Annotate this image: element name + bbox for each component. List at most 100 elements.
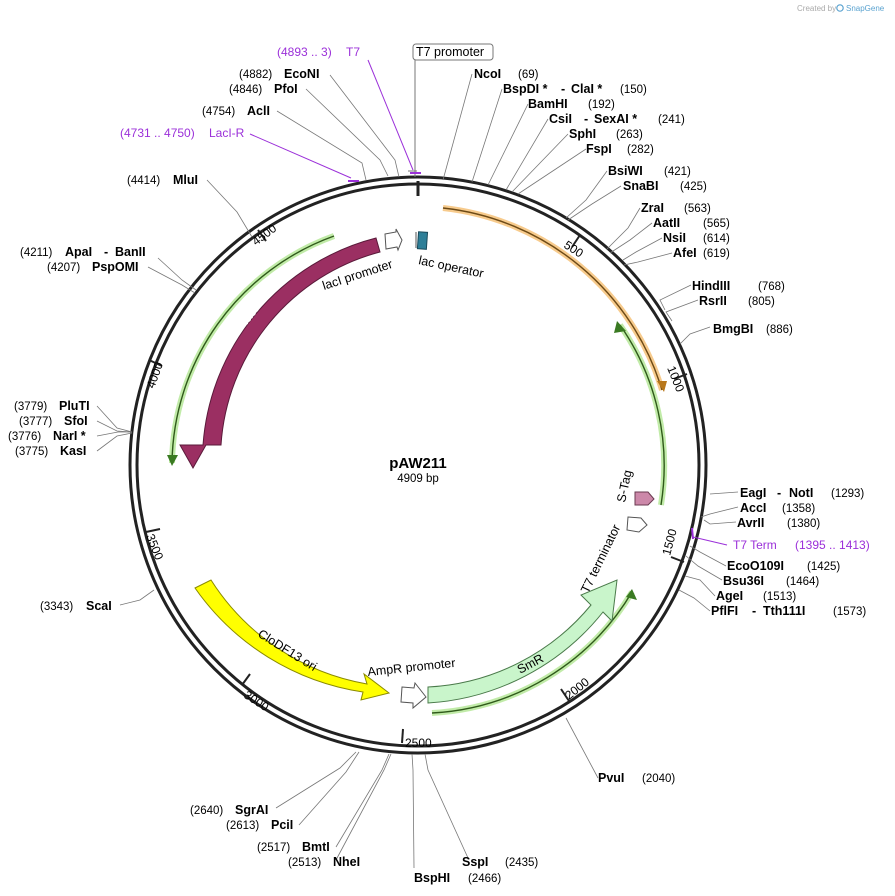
site-rsrii-name: RsrII [699,294,727,308]
t7-promoter-box [412,43,494,61]
tick-mark-1500 [670,556,685,563]
site-snabi[interactable]: SnaBI (425) [623,179,707,193]
site-bsphi-pos: (2466) [468,873,501,885]
site-bamhi[interactable]: BamHI (192) [528,97,615,111]
site-scai[interactable]: (3343) ScaI [40,599,112,613]
primer-t7-term: T7 Term (1395 .. 1413) [691,527,870,552]
orf-arcs [167,205,668,716]
site-bmgbi[interactable]: BmgBI (886) [713,322,793,336]
site-bmgbi-pos: (886) [766,324,793,336]
plasmid-size: 4909 bp [397,473,439,485]
site-kasi[interactable]: (3775) KasI [15,444,86,458]
site-aatii[interactable]: AatII (565) [653,216,730,230]
site-fspi-name: FspI [586,142,612,156]
site-aatii-name: AatII [653,216,680,230]
primer-laci-r-range: (4731 .. 4750) [120,126,195,140]
site-clai-name: ClaI * [571,82,602,96]
svg-text:-: - [777,486,781,500]
site-sfoi[interactable]: (3777) SfoI [19,414,88,428]
site-bsphi-name: BspHI [414,871,450,885]
primer-t7-range: (4893 .. 3) [277,45,332,59]
site-ncoi[interactable]: NcoI (69) [474,67,539,81]
tick-label-1500: 1500 [659,527,680,557]
site-nhei-pos: (2513) [288,857,321,869]
site-bsu36i[interactable]: Bsu36I (1464) [723,574,819,588]
site-zrai[interactable]: ZraI (563) [641,201,711,215]
site-agei[interactable]: AgeI (1513) [716,589,796,603]
site-bsiwi[interactable]: BsiWI (421) [608,164,691,178]
site-banii-name: BanII [115,245,146,259]
site-mlui[interactable]: (4414) MluI [127,173,198,187]
site-pcii[interactable]: (2613) PciI [226,818,293,832]
site-sspi[interactable]: SspI (2435) [462,855,538,869]
site-bspdi-name: BspDI * [503,82,548,96]
site-scai-pos: (3343) [40,601,73,613]
primer-t7-name: T7 [346,45,360,59]
site-pspomi[interactable]: (4207) PspOMI [47,260,139,274]
site-mlui-pos: (4414) [127,175,160,187]
site-acci-pos: (1358) [782,503,815,515]
site-apai-banii[interactable]: (4211) ApaI - BanII [20,245,146,259]
site-nari-pos: (3776) [8,431,41,443]
tick-mark-2500 [401,728,404,744]
site-bsiwi-pos: (421) [664,166,691,178]
site-sexai-name: SexAI * [594,112,637,126]
site-bmti-name: BmtI [302,840,330,854]
site-sspi-pos: (2435) [505,857,538,869]
site-bspdi-clai[interactable]: BspDI * - ClaI * (150) [503,82,647,96]
svg-text:-: - [561,82,565,96]
site-econi[interactable]: (4882) EcoNI [239,67,319,81]
site-fspi[interactable]: FspI (282) [586,142,654,156]
orf-arrow-green-bottom [626,589,637,600]
svg-text:-: - [584,112,588,126]
site-pluti[interactable]: (3779) PluTI [14,399,90,413]
site-acli[interactable]: (4754) AclI [202,104,270,118]
site-csii-sexai[interactable]: CsiI - SexAI * (241) [549,112,685,126]
site-bsiwi-name: BsiWI [608,164,643,178]
site-pvui-pos: (2040) [642,773,675,785]
svg-text:-: - [104,245,108,259]
site-zrai-pos: (563) [684,203,711,215]
primer-laci-r-name: LacI-R [209,126,245,140]
site-nhei[interactable]: (2513) NheI [288,855,360,869]
site-acci[interactable]: AccI (1358) [740,501,815,515]
site-rsrii[interactable]: RsrII (805) [699,294,775,308]
primer-t7: (4893 .. 3) T7 [277,45,421,174]
site-snabi-name: SnaBI [623,179,658,193]
site-sfoi-name: SfoI [64,414,88,428]
tick-mark-3000 [241,673,251,686]
site-apai-pos: (4211) [20,247,53,259]
site-sphi[interactable]: SphI (263) [569,127,643,141]
site-bsphi[interactable]: BspHI (2466) [414,871,501,885]
site-hindiii-name: HindIII [692,279,730,293]
site-fspi-pos: (282) [627,144,654,156]
site-pfoi[interactable]: (4846) PfoI [229,82,298,96]
site-afei[interactable]: AfeI (619) [673,246,730,260]
site-sgrai-pos: (2640) [190,805,223,817]
site-sgrai[interactable]: (2640) SgrAI [190,803,268,817]
site-pflfi-tth111i[interactable]: PflFI - Tth111I (1573) [711,604,866,618]
site-pvui[interactable]: PvuI (2040) [598,771,675,785]
site-noti-name: NotI [789,486,813,500]
orf-arrow-green-right [614,321,626,333]
site-csii-pos: (241) [658,114,685,126]
site-eagi-noti[interactable]: EagI - NotI (1293) [740,486,864,500]
site-hindiii[interactable]: HindIII (768) [692,279,785,293]
tick-mark-500 [571,234,581,248]
site-mlui-name: MluI [173,173,198,187]
site-pvui-name: PvuI [598,771,624,785]
site-sspi-name: SspI [462,855,488,869]
site-eco0109i[interactable]: EcoO109I (1425) [727,559,840,573]
site-bmti[interactable]: (2517) BmtI [257,840,330,854]
primer-t7-term-range: (1395 .. 1413) [795,538,870,552]
site-zrai-name: ZraI [641,201,664,215]
site-avrii[interactable]: AvrII (1380) [737,516,820,530]
site-nsii-name: NsiI [663,231,686,245]
primer-laci-r: (4731 .. 4750) LacI-R [120,126,359,182]
site-nari[interactable]: (3776) NarI * [8,429,86,443]
site-nsii[interactable]: NsiI (614) [663,231,730,245]
ampr-promoter-label: AmpR promoter [367,656,456,679]
feature-clodf13-ori: CloDF13 ori [194,579,391,701]
site-hindiii-pos: (768) [758,281,785,293]
